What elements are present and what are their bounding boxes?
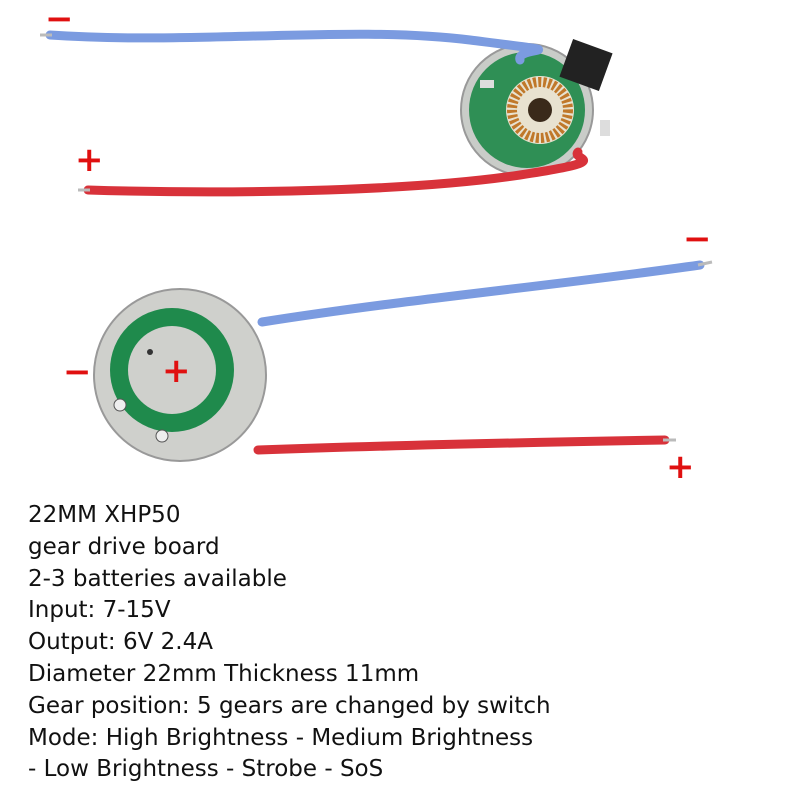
spec-line: 2-3 batteries available [28, 565, 287, 592]
bottom-right-positive-sign: + [666, 447, 695, 487]
spec-line: Diameter 22mm Thickness 11mm [28, 660, 420, 687]
spec-line: Input: 7-15V [28, 597, 171, 624]
spec-line: Mode: High Brightness - Medium Brightnes… [28, 724, 534, 751]
bottom-negative-wire [257, 260, 705, 327]
bottom-left-negative-sign: − [63, 352, 92, 392]
spec-line: - Low Brightness - Strobe - SoS [28, 756, 384, 783]
top-driver-board [460, 39, 613, 177]
bottom-right-negative-sign: − [683, 219, 712, 259]
top-positive-wire [83, 147, 589, 197]
spec-line: Gear position: 5 gears are changed by sw… [28, 692, 551, 719]
spec-line: gear drive board [28, 533, 220, 560]
top-negative-sign: − [45, 0, 74, 39]
spec-line: 22MM XHP50 [28, 502, 181, 528]
bottom-positive-wire [253, 435, 670, 455]
bottom-center-positive-sign: + [162, 351, 191, 391]
bottom-driver-board [93, 288, 267, 462]
top-positive-sign: + [75, 140, 104, 180]
top-negative-wire [45, 29, 544, 65]
spec-list: 22MM XHP50 gear drive board 2-3 batterie… [28, 500, 551, 786]
spec-line: Output: 6V 2.4A [28, 629, 213, 656]
